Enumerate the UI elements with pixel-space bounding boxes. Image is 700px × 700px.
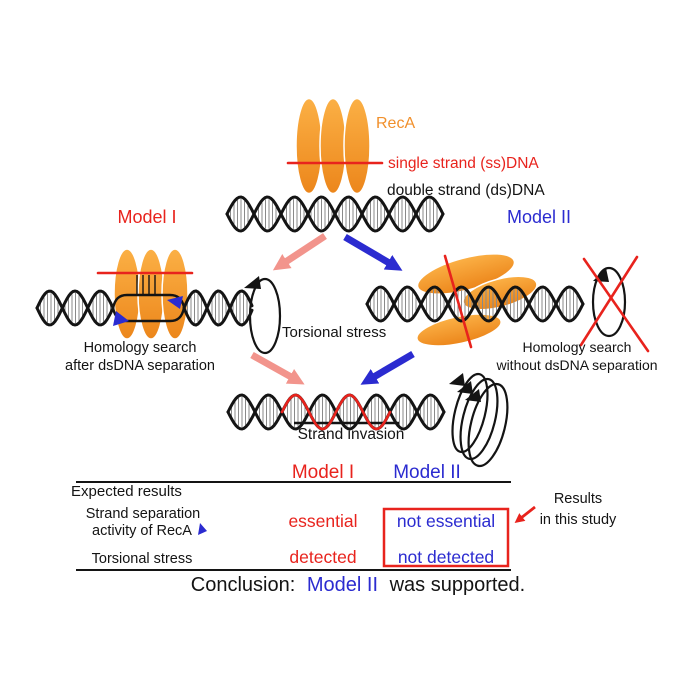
rotation-arrow-icon (467, 382, 509, 468)
helix-strand (365, 285, 585, 323)
torsional-stress-label: Torsional stress (282, 324, 386, 341)
model1-converge-arrow (250, 351, 305, 385)
model1-branch-arrow (272, 233, 327, 271)
rotation-arrow-icon (248, 277, 282, 355)
model1-caption-line1: Homology search (84, 340, 197, 356)
helix-strand (182, 289, 254, 327)
table-col-model1: Model I (292, 462, 354, 483)
model1-title: Model I (117, 207, 176, 227)
torsional-stress-indicator: Torsional stress (244, 276, 386, 355)
model2-caption-line1: Homology search (523, 339, 632, 355)
cross-out-icon (582, 257, 650, 353)
rotation-arrowhead-icon (457, 381, 473, 394)
reca-triangle-icon (198, 523, 207, 535)
row2-label: Torsional stress (92, 551, 193, 567)
ssdna-pairing-ticks (136, 275, 156, 294)
reca-label: RecA (376, 115, 415, 132)
helix-strand (35, 289, 115, 327)
model2-diagram (416, 253, 538, 347)
rotation-arrow-icon (591, 266, 627, 338)
helix-hatching (370, 289, 578, 319)
row1-label-line1: Strand separation (86, 506, 200, 522)
helix-strand (35, 289, 115, 327)
helix-hatching (187, 293, 251, 323)
no-torsional-stress-indicator (579, 255, 650, 353)
results-annotation-line1: Results (554, 491, 602, 507)
junction-triangle-icon (167, 296, 183, 309)
table-col-model2: Model II (393, 462, 461, 483)
results-annotation-line2: in this study (540, 512, 617, 528)
rotation-arrow-icon (459, 377, 499, 461)
dsdna-helix-right (365, 285, 585, 323)
strand-invasion-label: Strand invasion (298, 426, 405, 443)
results-highlight-box (382, 507, 510, 568)
conclusion-text: Conclusion: Model II was supported. (191, 574, 525, 596)
reca-filament-top: RecA single strand (ss)DNA double strand… (286, 97, 545, 199)
model2-converge-arrow (360, 350, 415, 385)
helix-hatching (40, 293, 111, 323)
table-section-label: Expected results (71, 483, 182, 500)
rotation-arrowhead-icon (465, 389, 481, 402)
cross-out-icon (579, 255, 639, 347)
released-torsion-indicator (449, 372, 509, 468)
row1-model2-value: not essential (397, 511, 495, 531)
helix-strand (225, 195, 445, 233)
rotation-arrow-icon (451, 372, 489, 454)
row1-model1-value: essential (288, 511, 357, 531)
results-pointer-arrow (514, 505, 536, 524)
results-table: Model I Model II Expected results Strand… (71, 462, 617, 571)
model2-caption-line2: without dsDNA separation (495, 357, 657, 373)
conclusion-prefix: Conclusion: (191, 574, 296, 596)
reca-oval (343, 97, 371, 195)
model1-caption-line2: after dsDNA separation (65, 358, 215, 374)
reca-oval (295, 97, 323, 195)
conclusion-suffix: was supported. (389, 574, 526, 596)
reca-oval-tilted (416, 253, 516, 295)
dsdna-label: double strand (ds)DNA (387, 182, 545, 199)
rotation-arrowhead-icon (244, 276, 261, 289)
junction-triangle-icon (113, 311, 129, 326)
dsdna-helix-top (225, 195, 445, 233)
dsdna-helix-left-a (35, 289, 115, 327)
row2-model2-value: not detected (398, 547, 494, 567)
ssdna-diagonal-line (443, 254, 473, 349)
invading-strand-path (280, 393, 392, 431)
row2-model1-value: detected (289, 547, 356, 567)
row1-label-line2: activity of RecA (92, 523, 192, 539)
conclusion-highlight: Model II (307, 574, 378, 596)
invading-ssdna-strand (280, 393, 392, 431)
rotation-arrowhead-icon (449, 373, 465, 386)
ssdna-label: single strand (ss)DNA (388, 155, 539, 172)
helix-hatching (230, 199, 438, 229)
helix-hatching (231, 397, 439, 427)
reca-oval (319, 97, 347, 195)
helix-strand (182, 289, 254, 327)
dsdna-helix-left-b (182, 289, 254, 327)
model2-title: Model II (507, 207, 571, 227)
model2-branch-arrow (343, 233, 403, 271)
